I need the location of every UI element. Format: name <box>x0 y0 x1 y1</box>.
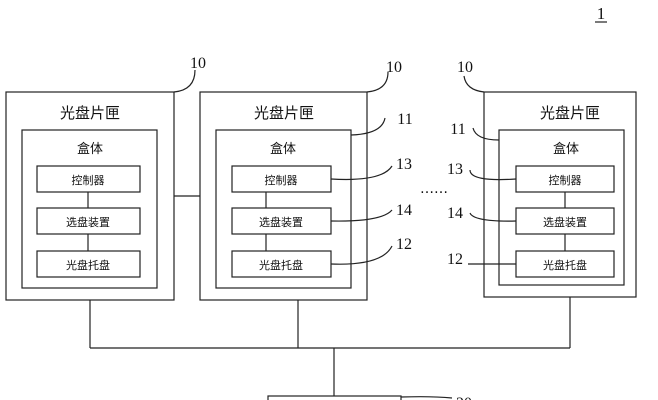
magazine-n-controller-ref: 13 <box>447 161 463 178</box>
bottom-block-ref-leader <box>400 396 453 399</box>
magazine-n-selector-ref: 14 <box>447 205 463 222</box>
bottom-block-ref: 20 <box>456 395 472 400</box>
magazine-2-selector-label: 选盘装置 <box>259 215 303 229</box>
magazine-2-selector-ref: 14 <box>396 202 412 219</box>
magazine-n-tray-ref: 12 <box>447 251 463 268</box>
magazine-2-box-ref: 11 <box>397 111 412 128</box>
bottom-block <box>267 395 402 400</box>
magazine-n-ref: 10 <box>457 59 473 76</box>
magazine-1: 光盘片匣 盒体 控制器 选盘装置 光盘托盘 <box>5 91 175 301</box>
magazine-n-title: 光盘片匣 <box>540 104 600 122</box>
magazine-2-selector-leader <box>330 209 393 222</box>
magazine-n-selector-leader <box>469 212 517 222</box>
magazine-n-box-leader <box>472 127 500 141</box>
magazine-n-controller <box>515 165 615 193</box>
magazine-2-ref-leader <box>366 71 389 93</box>
magazine-2-ref: 10 <box>386 59 402 76</box>
magazine-n-controller-leader <box>469 169 517 181</box>
figure-number: 1 <box>597 4 606 23</box>
magazine-n-selector-label: 选盘装置 <box>543 215 587 229</box>
ellipsis: …… <box>420 181 448 197</box>
magazine-n: 光盘片匣 盒体 控制器 选盘装置 光盘托盘 <box>483 91 637 298</box>
magazine-2-tray <box>231 250 332 278</box>
magazine-2-box-leader <box>350 117 386 136</box>
magazine-n-box-ref: 11 <box>450 121 465 138</box>
magazine-2: 光盘片匣 盒体 控制器 选盘装置 光盘托盘 <box>199 91 368 301</box>
magazine-1-tray <box>36 250 141 278</box>
magazine-n-tray-label: 光盘托盘 <box>543 258 587 272</box>
magazine-2-tray-leader <box>330 245 393 265</box>
magazine-2-controller-ref: 13 <box>396 156 412 173</box>
magazine-n-controller-label: 控制器 <box>549 173 582 187</box>
magazine-2-controller-label: 控制器 <box>265 173 298 187</box>
magazine-1-title: 光盘片匣 <box>60 104 120 122</box>
magazine-1-ref: 10 <box>190 55 206 72</box>
magazine-2-controller-leader <box>330 165 393 181</box>
magazine-1-inner-title: 盒体 <box>77 141 103 157</box>
magazine-n-ref-leader <box>463 75 485 93</box>
magazine-1-ref-leader <box>173 69 196 93</box>
magazine-2-tray-ref: 12 <box>396 236 412 253</box>
magazine-1-selector-label: 选盘装置 <box>66 215 110 229</box>
magazine-1-controller-label: 控制器 <box>72 173 105 187</box>
magazine-2-tray-label: 光盘托盘 <box>259 258 303 272</box>
magazine-2-title: 光盘片匣 <box>254 104 314 122</box>
magazine-2-inner-title: 盒体 <box>270 141 296 157</box>
magazine-n-inner-title: 盒体 <box>553 141 579 157</box>
magazine-1-tray-label: 光盘托盘 <box>66 258 110 272</box>
